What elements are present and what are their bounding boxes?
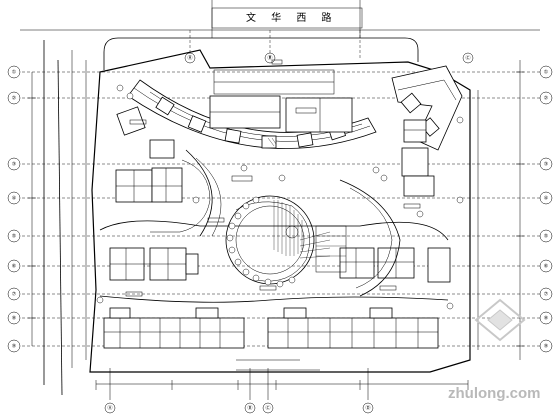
grid-bubbles-top: Ⓐ Ⓑ Ⓒ	[184, 30, 474, 64]
watermark-text: zhulong.com	[448, 385, 541, 402]
north-road: 文 华 西 路	[20, 0, 540, 70]
west-towers	[109, 106, 199, 281]
south-row-buildings	[103, 307, 439, 349]
northeast-building	[391, 65, 463, 177]
garden-trees	[226, 196, 296, 288]
west-road	[43, 40, 87, 396]
svg-text:④: ④	[544, 196, 549, 202]
svg-text:④: ④	[12, 196, 17, 202]
svg-text:Ⓒ: Ⓒ	[265, 405, 270, 412]
road-name-label: 文 华 西 路	[246, 11, 338, 24]
east-towers	[339, 175, 451, 283]
right-dimensions	[477, 60, 524, 360]
site-trees	[96, 84, 464, 310]
left-dimensions	[28, 72, 36, 346]
svg-text:②: ②	[12, 96, 17, 102]
svg-text:⑤: ⑤	[544, 234, 548, 240]
svg-text:③: ③	[544, 162, 548, 168]
svg-text:⑨: ⑨	[12, 344, 16, 350]
svg-text:⑨: ⑨	[544, 344, 548, 350]
svg-text:①: ①	[544, 70, 549, 76]
grid-lines	[22, 71, 540, 347]
svg-text:③: ③	[12, 162, 16, 168]
svg-text:⑧: ⑧	[12, 316, 17, 322]
svg-text:⑦: ⑦	[12, 292, 17, 298]
svg-text:⑥: ⑥	[544, 264, 549, 270]
svg-text:②: ②	[544, 96, 549, 102]
svg-text:⑥: ⑥	[12, 264, 17, 270]
svg-text:Ⓑ: Ⓑ	[247, 405, 252, 412]
svg-text:Ⓑ: Ⓑ	[267, 55, 272, 62]
site-boundary	[89, 49, 471, 373]
grid-bubbles-bottom: Ⓐ Ⓑ Ⓒ Ⓓ	[104, 402, 374, 414]
north-commercial-blocks	[209, 69, 353, 133]
drawing-annotations	[125, 59, 421, 297]
svg-text:Ⓓ: Ⓓ	[365, 405, 370, 412]
svg-text:⑤: ⑤	[12, 234, 16, 240]
grid-bubbles-left: ① ② ③ ④ ⑤ ⑥ ⑦ ⑧ ⑨	[7, 65, 21, 353]
bottom-dimensions	[95, 359, 469, 400]
grid-bubbles-right: ① ② ③ ④ ⑤ ⑥ ⑦ ⑧ ⑨	[539, 65, 553, 353]
svg-text:⑦: ⑦	[544, 292, 549, 298]
svg-text:Ⓐ: Ⓐ	[187, 55, 192, 62]
svg-text:①: ①	[12, 70, 17, 76]
watermark-logo: zhulong.com	[448, 298, 541, 402]
svg-text:Ⓐ: Ⓐ	[107, 405, 112, 412]
svg-text:⑧: ⑧	[544, 316, 549, 322]
inner-ring-road	[99, 149, 449, 303]
svg-text:Ⓒ: Ⓒ	[465, 55, 470, 62]
